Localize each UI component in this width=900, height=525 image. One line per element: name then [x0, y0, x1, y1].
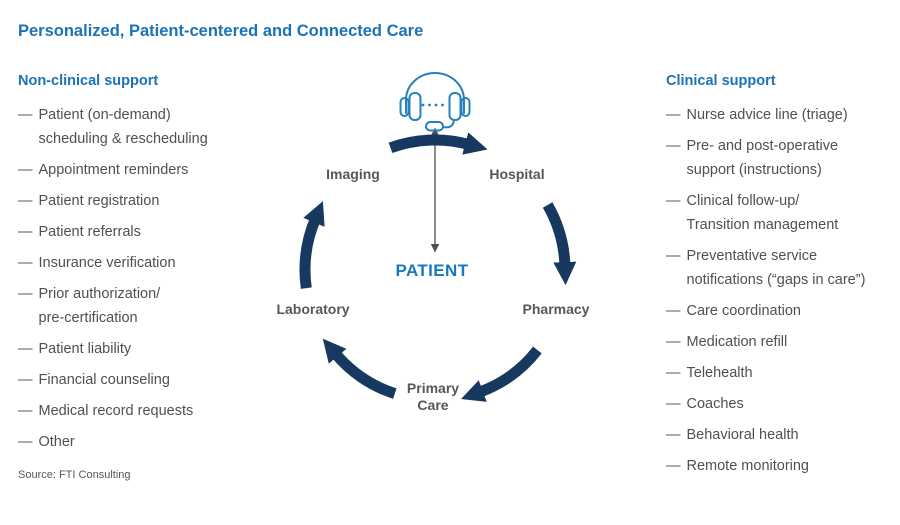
list-item-text: Patient (on-demand)scheduling & reschedu… [38, 107, 208, 147]
dash-bullet: — [18, 162, 33, 178]
dash-bullet: — [18, 341, 33, 357]
patient-connector-arrow [430, 127, 440, 253]
list-item: — Care coordination [666, 299, 891, 323]
list-item: — Prior authorization/pre-certification [18, 282, 258, 330]
list-item-text: Patient referrals [38, 224, 141, 240]
node-label-hospital: Hospital [489, 166, 545, 182]
dash-bullet: — [666, 193, 681, 209]
arrow-primary-care-to-laboratory [322, 338, 397, 399]
list-item-text: Clinical follow-up/Transition management [686, 193, 839, 233]
arrow-imaging-to-hospital [388, 132, 488, 155]
dash-bullet: — [18, 193, 33, 209]
node-label-imaging: Imaging [326, 166, 380, 182]
list-item: — Behavioral health [666, 423, 891, 447]
list-item: — Medication refill [666, 330, 891, 354]
list-item-text: Financial counseling [38, 372, 170, 388]
arrow-laboratory-to-imaging [299, 201, 325, 289]
list-item-text: Remote monitoring [686, 458, 810, 474]
dash-bullet: — [666, 138, 681, 154]
dash-bullet: — [666, 458, 681, 474]
list-item: — Nurse advice line (triage) [666, 103, 891, 127]
list-item: — Coaches [666, 392, 891, 416]
list-item-text: Other [38, 434, 75, 450]
list-item: — Insurance verification [18, 251, 258, 275]
list-item-text: Medication refill [686, 334, 788, 350]
list-item: — Clinical follow-up/Transition managemen… [666, 189, 891, 237]
list-item: — Patient liability [18, 337, 258, 361]
dash-bullet: — [18, 107, 33, 123]
node-label-pharmacy: Pharmacy [522, 301, 590, 317]
list-item: — Medical record requests [18, 399, 258, 423]
list-item-text: Patient liability [38, 341, 132, 357]
list-item: — Patient referrals [18, 220, 258, 244]
arrow-hospital-to-pharmacy [542, 202, 577, 286]
source-attribution: Source: FTI Consulting [18, 469, 131, 481]
list-item-text: Care coordination [686, 303, 801, 319]
dash-bullet: — [666, 248, 681, 264]
dash-bullet: — [18, 255, 33, 271]
node-label-laboratory: Laboratory [276, 301, 350, 317]
clinical-support-list: — Nurse advice line (triage) — Pre- and po… [666, 103, 891, 478]
node-label-primary-care: Primary Care [406, 380, 460, 413]
dash-bullet: — [666, 365, 681, 381]
dash-bullet: — [666, 396, 681, 412]
list-item-text: Coaches [686, 396, 744, 412]
dash-bullet: — [18, 372, 33, 388]
list-item-text: Prior authorization/pre-certification [38, 286, 161, 326]
list-item-text: Medical record requests [38, 403, 194, 419]
dash-bullet: — [666, 334, 681, 350]
list-item-text: Nurse advice line (triage) [686, 107, 848, 123]
clinical-support-section: Clinical support — Nurse advice line (tri… [666, 72, 891, 485]
page-title: Personalized, Patient-centered and Conne… [18, 22, 424, 40]
dash-bullet: — [666, 303, 681, 319]
list-item-text: Patient registration [38, 193, 160, 209]
dash-bullet: — [18, 434, 33, 450]
dash-bullet: — [666, 107, 681, 123]
non-clinical-support-section: Non-clinical support — Patient (on-demand… [18, 72, 258, 461]
non-clinical-support-list: — Patient (on-demand)scheduling & resched… [18, 103, 258, 454]
list-item-text: Behavioral health [686, 427, 799, 443]
dash-bullet: — [666, 427, 681, 443]
dash-bullet: — [18, 224, 33, 240]
list-item: — Patient (on-demand)scheduling & resched… [18, 103, 258, 151]
list-item: — Appointment reminders [18, 158, 258, 182]
list-item: — Patient registration [18, 189, 258, 213]
list-item-text: Insurance verification [38, 255, 176, 271]
headset-icon [399, 72, 471, 132]
list-item: — Remote monitoring [666, 454, 891, 478]
dash-bullet: — [18, 286, 33, 302]
clinical-heading: Clinical support [666, 73, 776, 89]
non-clinical-heading: Non-clinical support [18, 73, 159, 89]
list-item: — Financial counseling [18, 368, 258, 392]
arrow-pharmacy-to-primary-care [461, 346, 542, 402]
list-item: — Telehealth [666, 361, 891, 385]
cycle-arrows [299, 132, 577, 402]
list-item: — Other [18, 430, 258, 454]
list-item-text: Telehealth [686, 365, 753, 381]
dash-bullet: — [18, 403, 33, 419]
list-item-text: Appointment reminders [38, 162, 189, 178]
patient-center-label: PATIENT [395, 261, 469, 280]
